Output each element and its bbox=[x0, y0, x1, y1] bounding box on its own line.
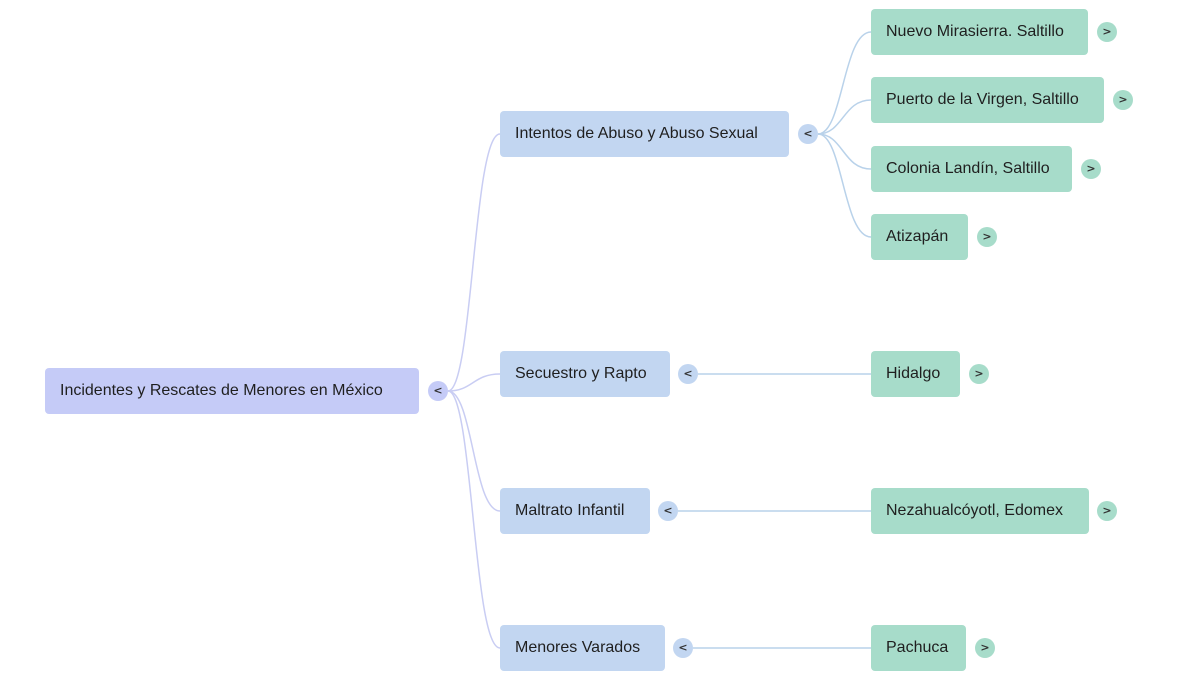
branch-leaf-connector bbox=[817, 133, 872, 238]
leaf-node-colonia-landin[interactable]: Colonia Landín, Saltillo bbox=[871, 146, 1072, 192]
leaf-expand-toggle[interactable]: > bbox=[1097, 501, 1117, 521]
branch-leaf-connector bbox=[817, 133, 872, 170]
leaf-node-atizapan[interactable]: Atizapán bbox=[871, 214, 968, 260]
leaf-node-label: Nuevo Mirasierra. Saltillo bbox=[886, 23, 1064, 40]
branch-node-maltrato[interactable]: Maltrato Infantil bbox=[500, 488, 650, 534]
branch-node-label: Intentos de Abuso y Abuso Sexual bbox=[515, 125, 758, 142]
leaf-node-nuevo-mirasierra[interactable]: Nuevo Mirasierra. Saltillo bbox=[871, 9, 1088, 55]
branch-collapse-toggle[interactable]: < bbox=[798, 124, 818, 144]
root-branch-connector bbox=[447, 133, 501, 392]
leaf-expand-toggle[interactable]: > bbox=[977, 227, 997, 247]
leaf-expand-toggle[interactable]: > bbox=[1081, 159, 1101, 179]
leaf-expand-toggle[interactable]: > bbox=[969, 364, 989, 384]
root-collapse-toggle[interactable]: < bbox=[428, 381, 448, 401]
branch-node-label: Secuestro y Rapto bbox=[515, 365, 647, 382]
leaf-node-nezahualcoyotl[interactable]: Nezahualcóyotl, Edomex bbox=[871, 488, 1089, 534]
root-node[interactable]: Incidentes y Rescates de Menores en Méxi… bbox=[45, 368, 419, 414]
branch-leaf-connector bbox=[817, 31, 872, 135]
root-branch-connector bbox=[447, 373, 501, 392]
leaf-expand-toggle[interactable]: > bbox=[975, 638, 995, 658]
branch-collapse-toggle[interactable]: < bbox=[673, 638, 693, 658]
leaf-node-label: Nezahualcóyotl, Edomex bbox=[886, 502, 1063, 519]
root-branch-connector bbox=[447, 390, 501, 512]
leaf-node-label: Atizapán bbox=[886, 228, 949, 245]
leaf-node-hidalgo[interactable]: Hidalgo bbox=[871, 351, 960, 397]
leaf-node-label: Colonia Landín, Saltillo bbox=[886, 160, 1050, 177]
leaf-expand-toggle[interactable]: > bbox=[1097, 22, 1117, 42]
leaf-node-pachuca[interactable]: Pachuca bbox=[871, 625, 966, 671]
leaf-expand-toggle[interactable]: > bbox=[1113, 90, 1133, 110]
root-branch-connector bbox=[447, 390, 501, 649]
branch-node-label: Maltrato Infantil bbox=[515, 502, 625, 519]
branch-leaf-connector bbox=[817, 99, 872, 135]
branch-node-secuestro[interactable]: Secuestro y Rapto bbox=[500, 351, 670, 397]
branch-node-abuso[interactable]: Intentos de Abuso y Abuso Sexual bbox=[500, 111, 789, 157]
branch-collapse-toggle[interactable]: < bbox=[678, 364, 698, 384]
leaf-node-puerto-de-la-virgen[interactable]: Puerto de la Virgen, Saltillo bbox=[871, 77, 1104, 123]
leaf-node-label: Puerto de la Virgen, Saltillo bbox=[886, 91, 1079, 108]
leaf-node-label: Pachuca bbox=[886, 639, 949, 656]
branch-node-menores-varados[interactable]: Menores Varados bbox=[500, 625, 665, 671]
branch-collapse-toggle[interactable]: < bbox=[658, 501, 678, 521]
root-node-label: Incidentes y Rescates de Menores en Méxi… bbox=[60, 382, 383, 399]
branch-node-label: Menores Varados bbox=[515, 639, 641, 656]
leaf-node-label: Hidalgo bbox=[886, 365, 941, 382]
